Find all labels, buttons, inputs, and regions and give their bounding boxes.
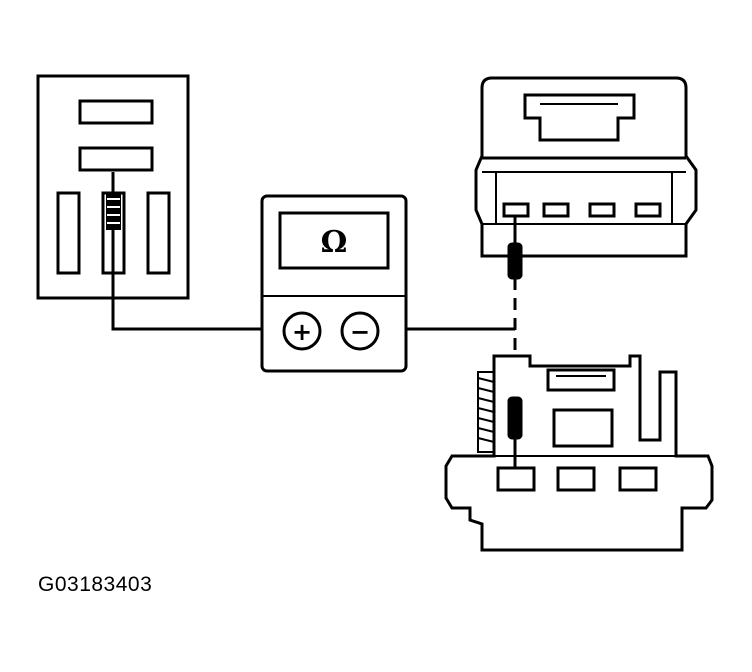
figure-id-label: G03183403 (38, 573, 153, 596)
lower-connector-lock-tab (477, 371, 495, 453)
lower-pin-3 (618, 466, 658, 492)
upper-connector-housing (474, 76, 698, 258)
fuse-panel-terminal-left (56, 191, 81, 275)
fuse-panel-slot-top (78, 99, 154, 125)
lower-pin-2 (556, 466, 596, 492)
lower-connector-latch (546, 368, 616, 392)
upper-connector-latch (523, 93, 636, 142)
positive-terminal-label: + (292, 318, 312, 346)
fuse-panel-slot-middle (78, 146, 154, 172)
probe-upper (507, 242, 523, 280)
positive-terminal-icon (282, 311, 322, 351)
ohm-symbol: Ω (321, 225, 348, 260)
lower-connector (444, 354, 714, 552)
positive-lead (111, 229, 262, 331)
negative-terminal-label: − (350, 318, 370, 346)
upper-pin-2 (542, 202, 570, 218)
probe-left (106, 192, 121, 230)
probe-lower (507, 396, 523, 440)
upper-pin-3 (588, 202, 616, 218)
ohmmeter: Ω + − (260, 194, 408, 373)
fuse-panel-terminal-right (146, 191, 171, 275)
upper-connector (474, 76, 698, 280)
negative-terminal-icon (340, 311, 380, 351)
upper-pin-4 (634, 202, 662, 218)
lower-connector-window (552, 408, 614, 448)
ohmmeter-display (278, 211, 390, 270)
